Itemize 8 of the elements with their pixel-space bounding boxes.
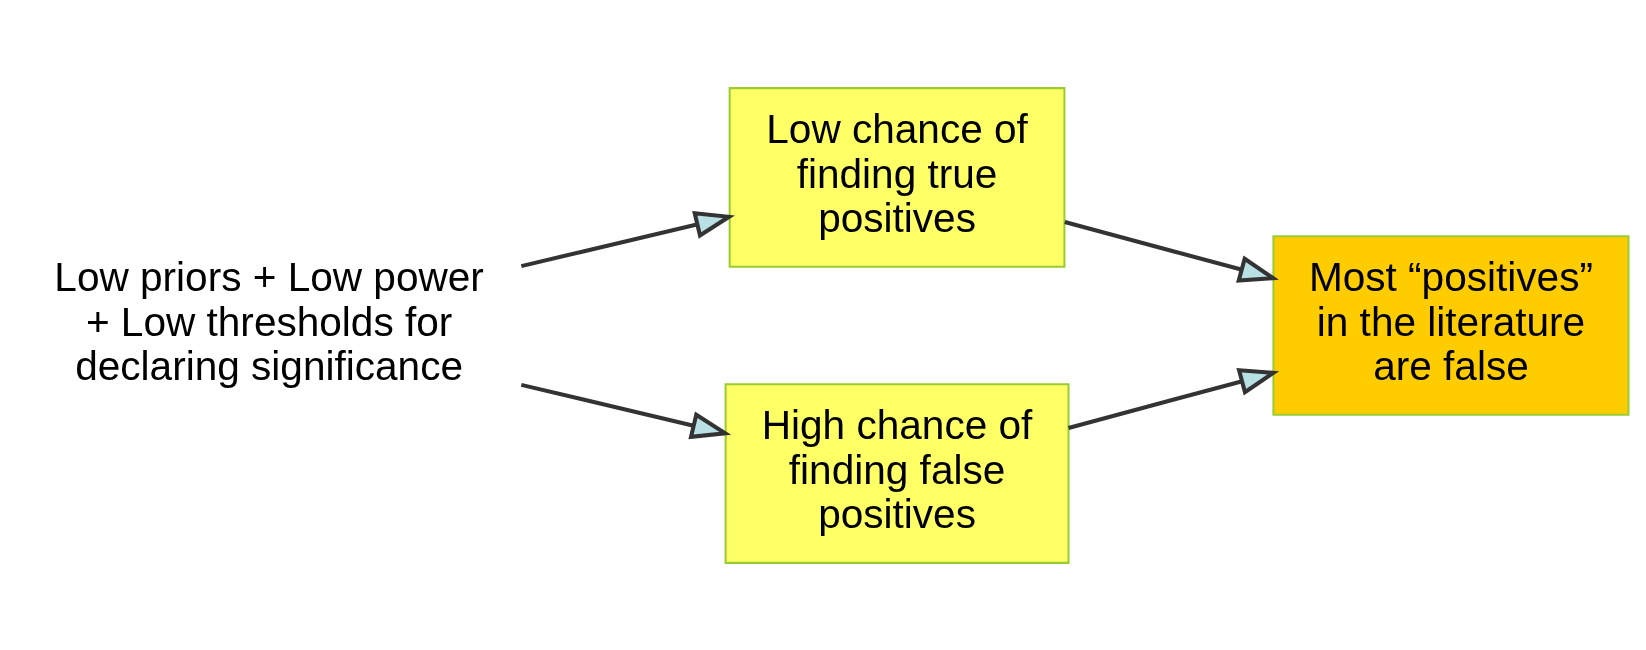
node-box: Low chance of finding true positives [728, 86, 1066, 268]
arrow [1064, 219, 1279, 283]
arrow [520, 210, 735, 268]
arrow [520, 382, 732, 439]
node-text: Low priors + Low power + Low thresholds for declaring significance [54, 253, 484, 389]
node-box: Most “positives” in the literature are false [1272, 234, 1630, 416]
node-box: High chance of finding false positives [724, 382, 1070, 564]
arrow [1068, 367, 1280, 430]
